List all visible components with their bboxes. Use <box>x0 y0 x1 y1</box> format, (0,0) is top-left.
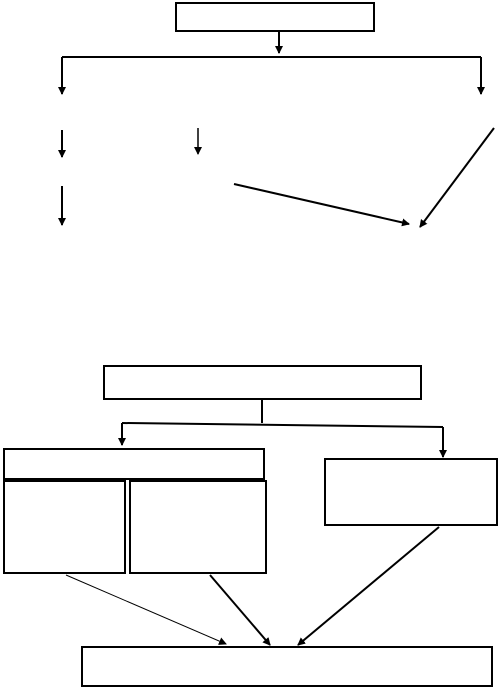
bottom-left-cell-b <box>129 480 267 574</box>
top-middle-diagonal-arrow <box>233 183 410 227</box>
bottom-flowchart <box>3 365 498 687</box>
top-right-diagonal-arrow <box>419 127 495 228</box>
bottom-split-bar <box>121 422 444 428</box>
bottom-right-box <box>324 458 498 526</box>
bottom-right-box-to-result-arrow <box>297 526 440 646</box>
bottom-cell-a-to-result-arrow <box>65 574 227 645</box>
top-title-box <box>175 2 375 32</box>
top-flowchart <box>58 2 495 228</box>
bottom-left-cell-a <box>3 480 126 574</box>
bottom-result-box <box>81 646 493 687</box>
bottom-cell-b-to-result-arrow <box>209 574 271 646</box>
bottom-left-header-box <box>3 448 265 480</box>
bottom-title-box <box>103 365 422 400</box>
